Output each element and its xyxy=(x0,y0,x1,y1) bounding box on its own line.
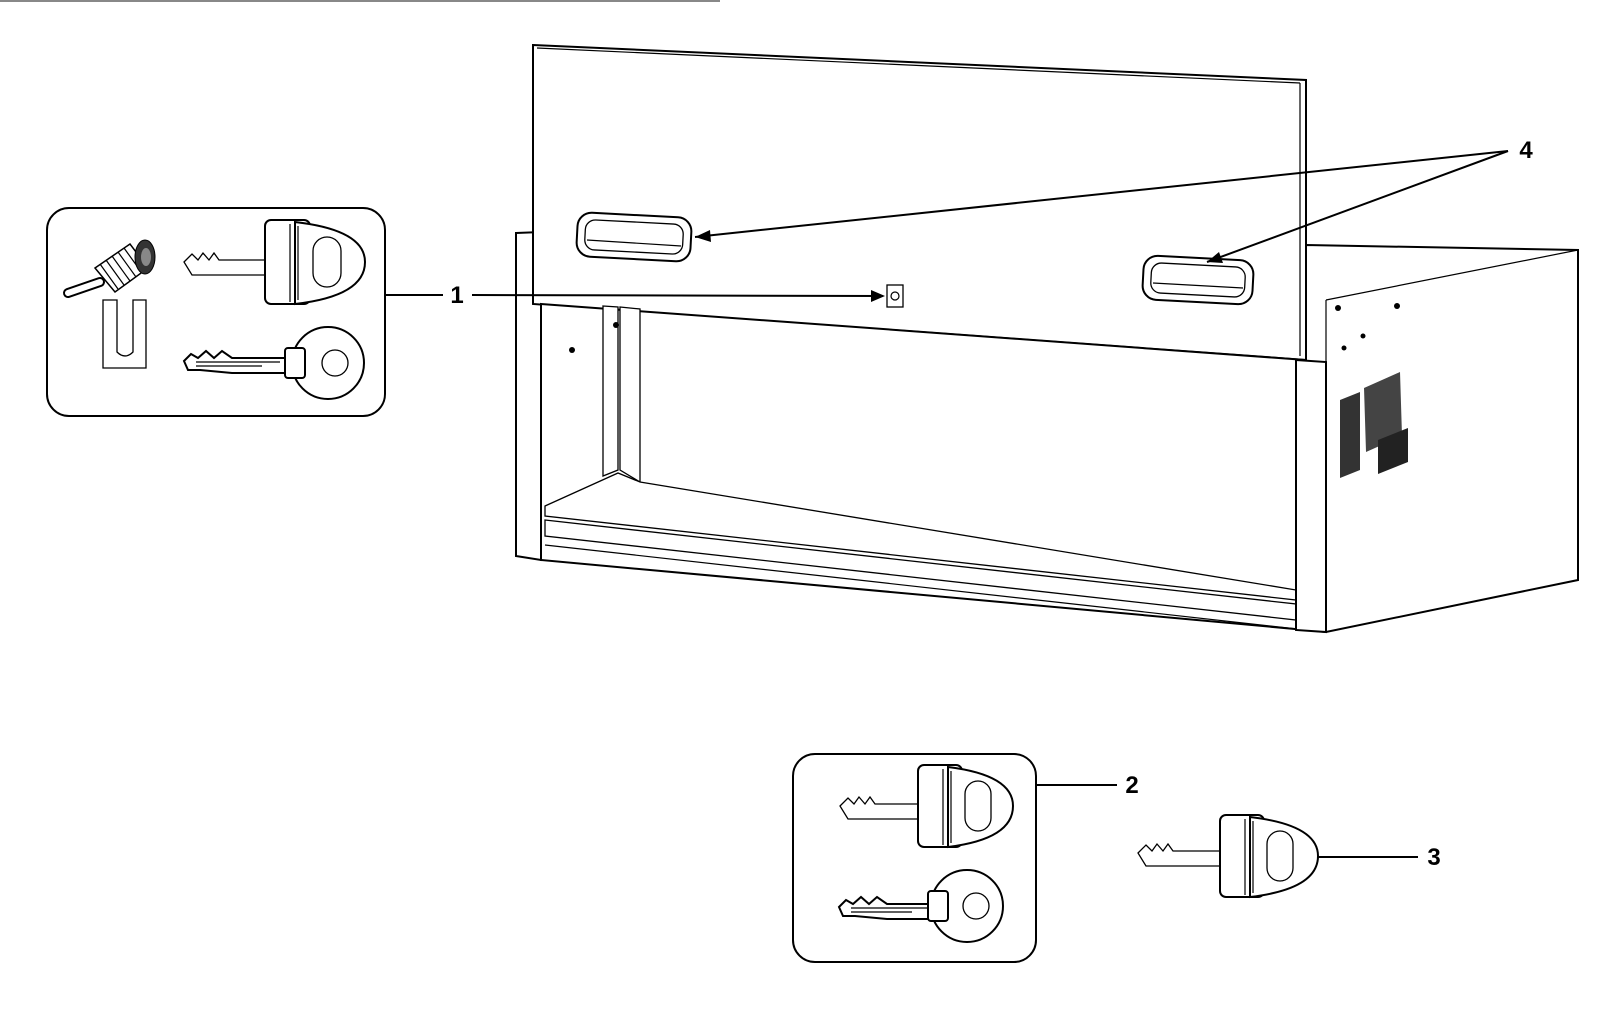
handle-left xyxy=(575,211,693,263)
callout-label-3: 3 xyxy=(1427,844,1440,871)
callout-label-4: 4 xyxy=(1519,137,1533,164)
brand-logo xyxy=(1340,372,1408,478)
callout-1: 1 xyxy=(385,282,885,309)
callout-label-2: 2 xyxy=(1125,772,1138,799)
handle-right xyxy=(1141,254,1255,306)
round-key-icon xyxy=(837,869,1004,943)
lock-hole xyxy=(886,284,904,308)
tubular-key-icon xyxy=(1137,814,1320,899)
tubular-key-icon xyxy=(183,219,367,306)
callout-2: 2 xyxy=(792,753,1139,963)
tool-cabinet-illustration xyxy=(515,43,1579,634)
callout-label-1: 1 xyxy=(450,282,463,309)
callout-3: 3 xyxy=(1137,814,1441,899)
tubular-key-icon xyxy=(839,764,1015,849)
lock-cylinder-icon xyxy=(63,239,156,298)
u-clip-icon xyxy=(102,299,147,369)
round-key-icon xyxy=(182,326,365,400)
callout-4: 4 xyxy=(694,137,1533,263)
lock-kit-box xyxy=(46,207,386,417)
